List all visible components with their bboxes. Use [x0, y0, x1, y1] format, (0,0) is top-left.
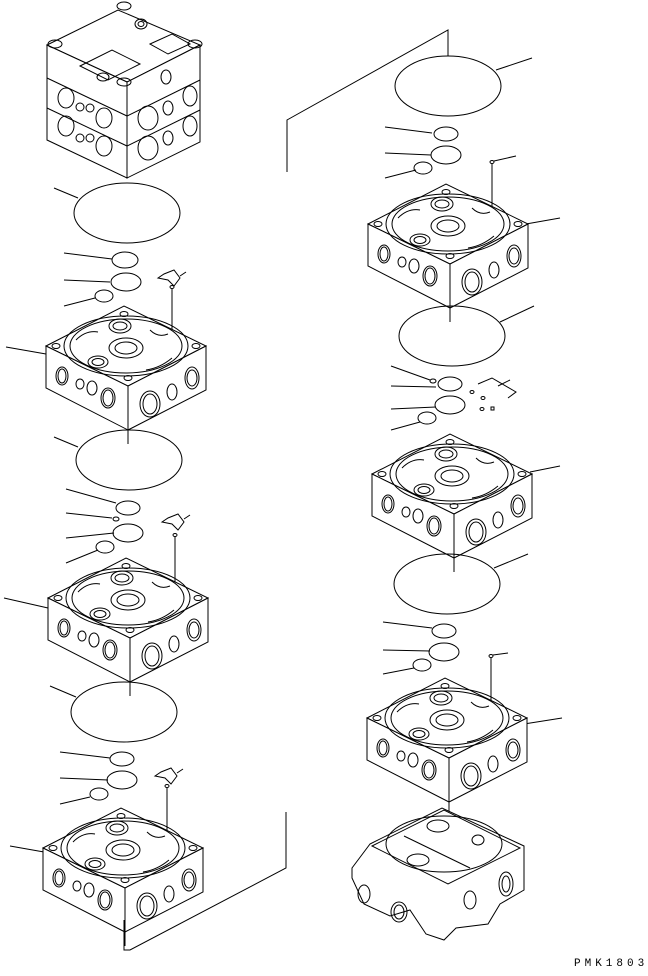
- section-4: [367, 183, 529, 323]
- end-cover: [351, 807, 525, 941]
- connector-line-top: [286, 29, 449, 172]
- section-5: [371, 433, 533, 573]
- connector-line-bottom: [123, 812, 287, 951]
- section-6-seals: [382, 553, 563, 725]
- section-5-seals: [390, 305, 561, 473]
- section-2: [47, 557, 209, 697]
- section-3: [42, 807, 204, 947]
- drawing-code: PMK1803: [574, 958, 648, 970]
- section-1-seals: [5, 182, 187, 355]
- valve-stack-top: [45, 1, 203, 179]
- section-1: [45, 305, 207, 445]
- section-6: [366, 677, 528, 817]
- section-2-seals: [3, 429, 191, 609]
